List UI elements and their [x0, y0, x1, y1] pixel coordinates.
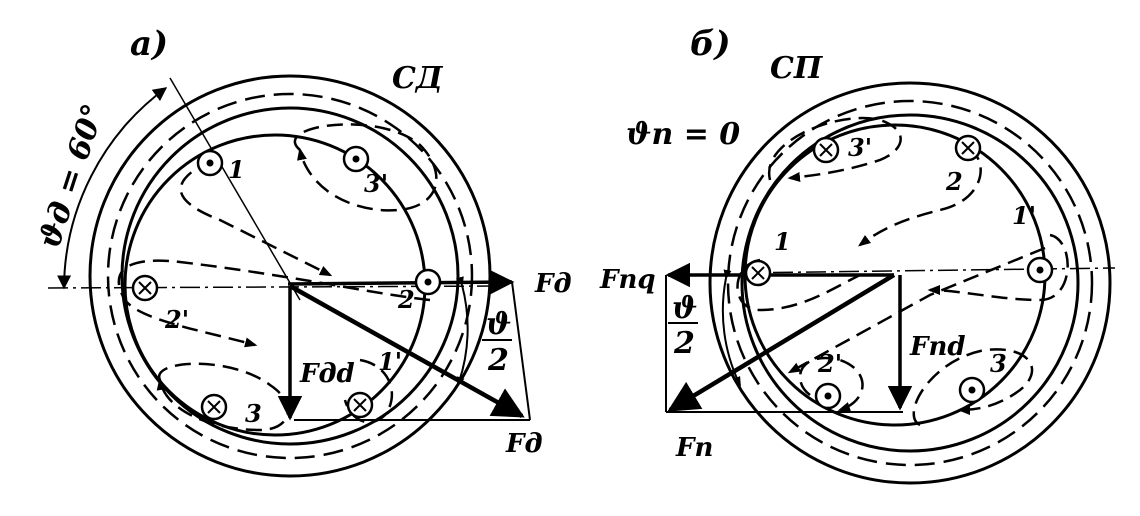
- conductor-cross-icon: [131, 274, 159, 302]
- slot-conductors-b: [744, 134, 1054, 410]
- coil-loop-3prime-b: [767, 116, 902, 182]
- machine-label-b: СП: [770, 51, 824, 86]
- slot-conductors-a: [131, 145, 442, 421]
- stator-dashed-circle-a: [106, 92, 474, 460]
- rotor-axis-a: [169, 77, 301, 301]
- vector-label-fd-top: Fд: [534, 269, 572, 299]
- conductor-dot-icon: [958, 376, 986, 404]
- coil-loop-3-b: [912, 348, 1034, 427]
- panel-label-a: а): [130, 24, 168, 64]
- half-angle-denominator-a: 2: [487, 343, 509, 378]
- stator-inner-circle-b: [740, 113, 1080, 453]
- labels-b: б) СП ϑп = 0 1 2 3 1' 2' 3' Fпq Fпd Fп ϑ…: [599, 24, 1036, 463]
- conductor-dot-icon: [342, 145, 370, 173]
- figure-b: б) СП ϑп = 0 1 2 3 1' 2' 3' Fпq Fпd Fп ϑ…: [599, 24, 1116, 485]
- conductor-cross-icon: [954, 134, 982, 162]
- slot-label-3: 3: [245, 399, 262, 428]
- figure-a: а) СД ϑд = 60° 1 2 3 1' 2' 3' Fд Fд Fдd …: [32, 24, 572, 478]
- vector-label-fn: Fп: [675, 433, 713, 463]
- coil-loop-1-b: [736, 258, 861, 312]
- conductor-cross-icon: [744, 259, 772, 287]
- half-angle-denominator-b: 2: [673, 326, 695, 361]
- slot-label-3prime: 3': [364, 169, 388, 198]
- slot-label-3prime-b: 3': [848, 133, 872, 162]
- slot-label-1-b: 1: [774, 227, 791, 256]
- coil-return-b: [787, 246, 1046, 374]
- slot-label-1prime-b: 1': [1012, 201, 1036, 230]
- coil-loop-3prime: [293, 123, 438, 212]
- coil-loops-b: [736, 116, 1069, 427]
- coil-loop-2prime: [117, 259, 431, 348]
- half-angle-arc-a: [456, 276, 469, 387]
- slot-label-2prime-b: 2': [817, 349, 842, 378]
- slot-label-1prime: 1': [378, 347, 402, 376]
- half-angle-numerator-b: ϑ: [672, 291, 697, 326]
- conductor-dot-icon: [1026, 256, 1054, 284]
- coil-loop-1: [179, 158, 333, 277]
- slot-label-2prime: 2': [164, 305, 189, 334]
- half-angle-arc-b: [721, 269, 741, 387]
- coil-loop-1prime-b: [927, 233, 1069, 302]
- slot-label-2: 2: [397, 285, 415, 314]
- panel-label-b: б): [690, 24, 731, 64]
- slot-label-2-b: 2: [945, 167, 963, 196]
- stator-outer-circle-b: [708, 81, 1112, 485]
- vector-label-fd-bottom: Fд: [505, 429, 543, 459]
- vector-fd-resultant: [288, 284, 525, 418]
- vector-fn-resultant: [667, 273, 896, 412]
- stator-rings-b: [708, 81, 1112, 485]
- angle-label-a: ϑд = 60°: [32, 100, 111, 253]
- conductor-cross-icon: [346, 391, 374, 419]
- conductor-dot-icon: [196, 149, 224, 177]
- machine-label-a: СД: [392, 61, 444, 96]
- horizontal-axis-a: [47, 285, 511, 289]
- horizontal-axis-b: [739, 267, 1116, 274]
- vector-label-fnd: Fпd: [909, 332, 966, 362]
- conductor-dot-icon: [814, 382, 842, 410]
- coil-loop-2-b: [857, 146, 982, 247]
- stator-dashed-circle-b: [726, 99, 1094, 467]
- angle-arc-a: [57, 87, 168, 290]
- vector-label-fnq: Fпq: [599, 265, 656, 295]
- vector-diagram-b: [665, 262, 913, 413]
- angle-label-b: ϑп = 0: [626, 117, 740, 152]
- coil-loop-3: [156, 362, 290, 432]
- conductor-dot-icon: [414, 268, 442, 296]
- conductor-cross-icon: [200, 393, 228, 421]
- labels-a: а) СД ϑд = 60° 1 2 3 1' 2' 3' Fд Fд Fдd …: [32, 24, 571, 459]
- vector-label-fdd: Fдd: [299, 359, 355, 389]
- conductor-cross-icon: [812, 136, 840, 164]
- parallelogram-right-a: [511, 281, 531, 421]
- slot-label-1: 1: [228, 155, 245, 184]
- slot-label-3-b: 3: [990, 349, 1007, 378]
- half-angle-numerator-a: ϑ: [486, 307, 511, 342]
- vector-fd-horizontal: [287, 269, 515, 295]
- vector-diagram-a: [277, 269, 531, 421]
